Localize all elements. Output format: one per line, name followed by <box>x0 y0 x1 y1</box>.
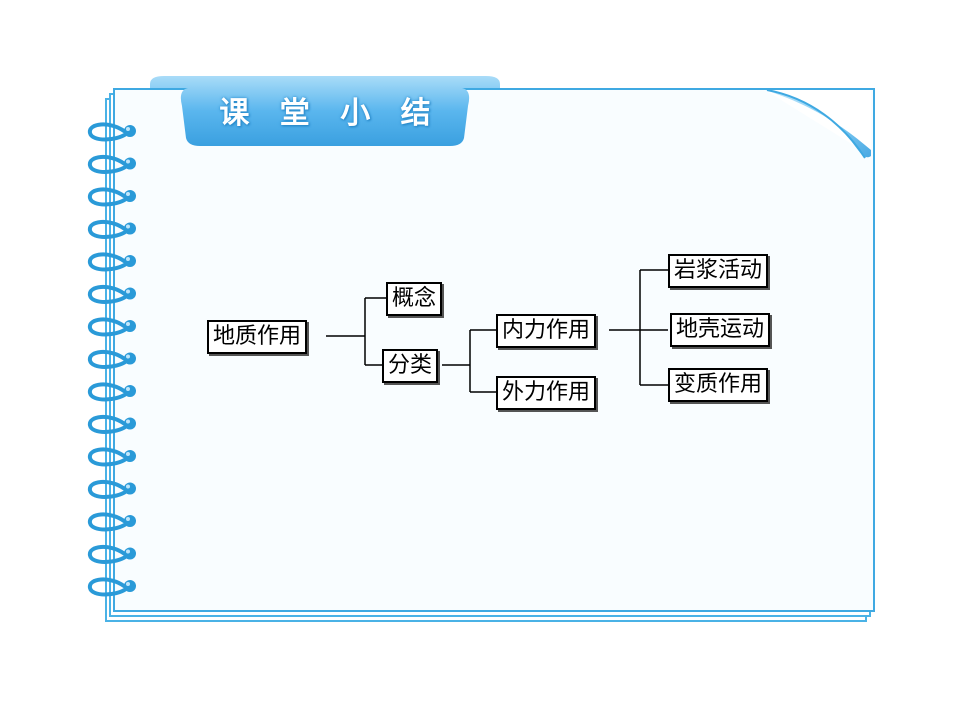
node-classification: 分类 <box>382 349 439 383</box>
spiral-ring-icon <box>88 545 136 564</box>
spiral-ring-icon <box>88 187 136 207</box>
node-magmatic-activity: 岩浆活动 <box>668 254 769 288</box>
node-internal-force: 内力作用 <box>496 314 597 348</box>
title-tab <box>150 76 500 146</box>
spiral-ring-icon <box>88 382 136 402</box>
page-title: 课 堂 小 结 <box>219 96 441 131</box>
node-external-force: 外力作用 <box>496 376 597 410</box>
node-metamorphism: 变质作用 <box>668 368 769 402</box>
page-curl-icon <box>765 89 871 159</box>
node-concept: 概念 <box>386 282 443 316</box>
spiral-ring-icon <box>88 512 136 532</box>
spiral-ring-icon <box>88 415 136 434</box>
spiral-ring-icon <box>88 285 136 304</box>
node-root: 地质作用 <box>207 320 308 354</box>
spiral-ring-icon <box>88 155 136 174</box>
spiral-ring-icon <box>88 252 136 272</box>
spiral-ring-icon <box>88 350 136 369</box>
spiral-ring-icon <box>88 447 136 467</box>
spiral-ring-icon <box>88 480 136 499</box>
node-crustal-movement: 地壳运动 <box>670 313 771 347</box>
spiral-ring-icon <box>88 220 136 239</box>
spiral-ring-icon <box>88 122 136 142</box>
spiral-ring-icon <box>88 577 136 597</box>
spiral-binding <box>88 122 136 597</box>
spiral-ring-icon <box>88 317 136 337</box>
